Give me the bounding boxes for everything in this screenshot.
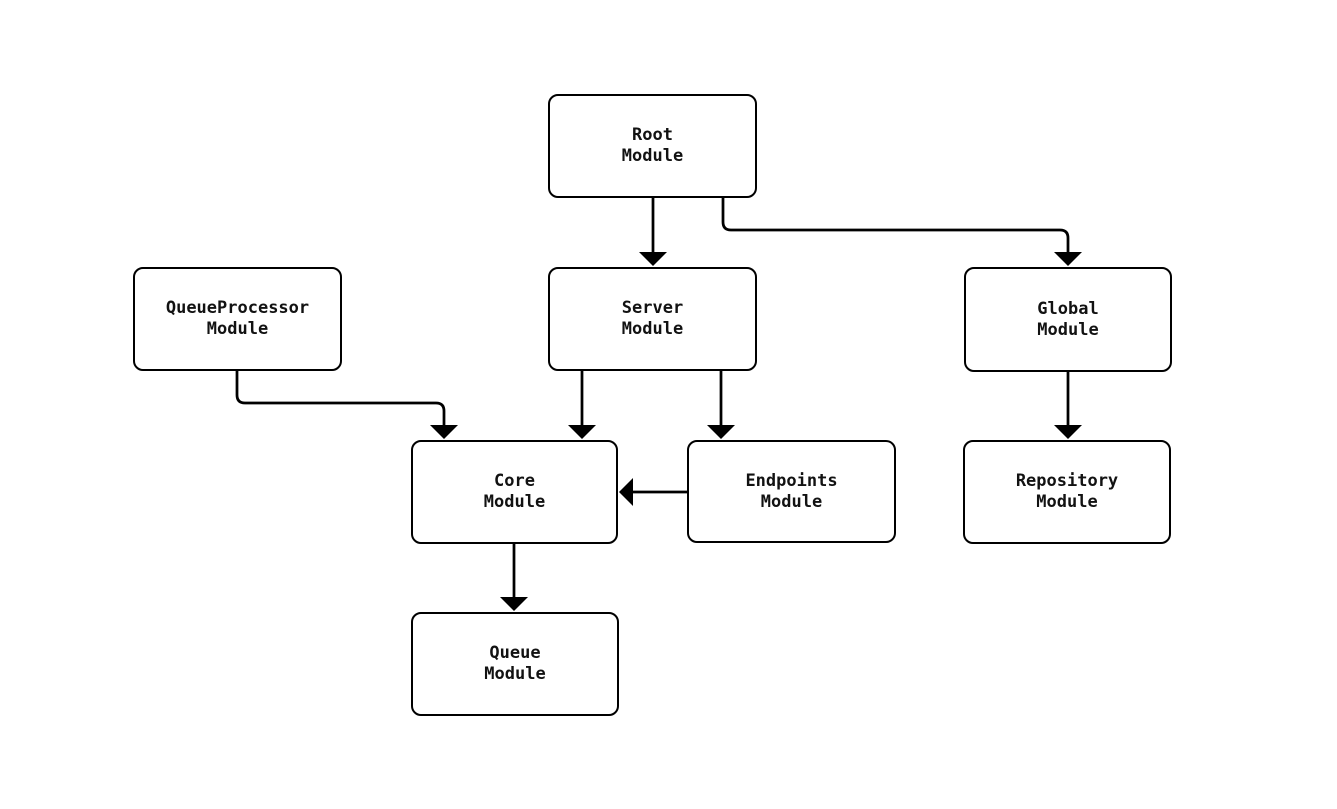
edge-queueprocessor-module-to-core-module (235, 371, 458, 439)
node-global-module-label: Global Module (1037, 298, 1099, 340)
node-root-module: Root Module (548, 94, 757, 198)
node-queue-module-label: Queue Module (484, 643, 546, 684)
edge-root-module-to-global-module (721, 198, 1082, 266)
node-core-module: Core Module (411, 440, 618, 544)
node-repository-module-label: Repository Module (1015, 471, 1119, 512)
node-global-module: Global Module (964, 267, 1172, 372)
node-server-module-label: Server Module (621, 298, 684, 339)
node-queue-module: Queue Module (411, 612, 619, 716)
node-endpoints-module: Endpoints Module (687, 440, 896, 543)
node-endpoints-module-label: Endpoints Module (745, 470, 838, 512)
node-queueprocessor-module-label: QueueProcessor Module (165, 298, 310, 339)
node-root-module-label: Root Module (621, 125, 684, 166)
node-repository-module: Repository Module (963, 440, 1171, 544)
node-core-module-label: Core Module (483, 471, 546, 512)
node-queueprocessor-module: QueueProcessor Module (133, 267, 342, 371)
node-server-module: Server Module (548, 267, 757, 371)
